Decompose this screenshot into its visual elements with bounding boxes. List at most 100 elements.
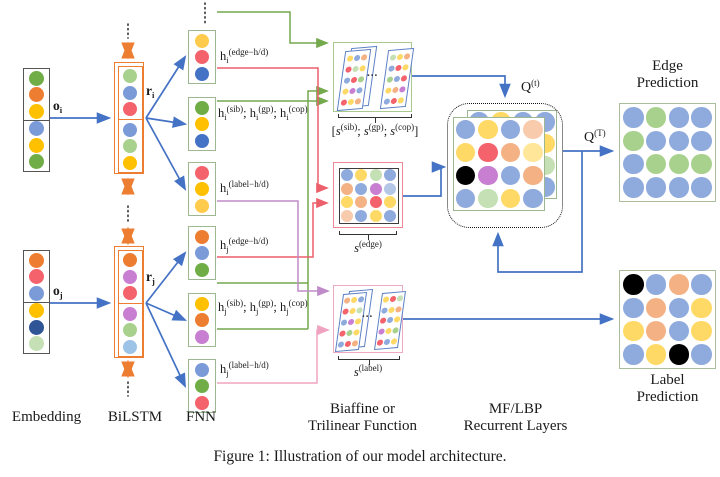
ri-label: ri (146, 83, 155, 100)
panel-dot (340, 99, 347, 107)
panel-dot (354, 98, 362, 106)
circle (195, 117, 209, 131)
panel-dot (394, 306, 402, 313)
arrow-rj-sib (145, 302, 187, 321)
grid-circle (478, 165, 498, 186)
panel-dot (379, 317, 387, 325)
bilstm-cell-i (114, 62, 144, 174)
panel-dot (347, 318, 355, 326)
panel-dot (354, 318, 362, 325)
arrow-ri-sib (145, 116, 188, 128)
fnn-hj-label (188, 359, 216, 413)
grid-circle (340, 169, 353, 182)
recurrent-title-line2: Recurrent Layers (463, 417, 568, 434)
grid-circle (623, 130, 644, 152)
recurrent-title-line1: MF/LBP (488, 401, 543, 417)
bilstm-j-backward (117, 303, 143, 357)
score-panel-right (373, 290, 407, 351)
grid-circle (478, 188, 498, 209)
fnn-hi-label (188, 162, 216, 216)
fnn-hj-sib (188, 293, 216, 347)
arrow-ssib-to-q (412, 75, 511, 99)
panel-dot (344, 340, 352, 347)
circle (29, 286, 44, 302)
grid-circle (668, 130, 690, 152)
panel-dot (389, 296, 397, 303)
circle (195, 182, 209, 196)
fnn-hi-sib (188, 97, 216, 151)
panel-dot (357, 296, 365, 304)
circle (123, 306, 137, 321)
circle (123, 339, 137, 354)
grid-circle (645, 177, 667, 198)
function-title-line1: Biaffine or (329, 401, 396, 417)
circle (195, 198, 209, 213)
column-title-fnn: FNN (185, 409, 216, 425)
fnn-hj-edge (188, 226, 216, 280)
grid-circle (645, 107, 667, 128)
grid-circle (355, 169, 368, 182)
underbrace-sib (338, 114, 412, 123)
hi-sib-label: hi(sib); hi(gp); hi(cop) (218, 104, 308, 122)
label-prediction-title: Label Prediction (619, 372, 716, 406)
panel-dot (393, 316, 401, 324)
fnn-hi-edge (188, 30, 216, 84)
score-edge-grid (338, 167, 399, 224)
grid-circle (384, 209, 397, 222)
grid-circle (623, 297, 644, 319)
panel-dot (386, 75, 394, 83)
circle (195, 100, 209, 115)
column-title-bilstm: BiLSTM (107, 409, 163, 425)
panel-dot (402, 63, 410, 71)
panel-dot (393, 75, 401, 82)
panel-dot (337, 340, 345, 348)
panel-dot (339, 330, 347, 337)
grid-circle (455, 142, 475, 163)
circle (195, 50, 209, 64)
bilstm-i-forward (117, 65, 143, 120)
circle (195, 66, 209, 81)
circle (195, 165, 209, 180)
arrow-rj-label (145, 302, 186, 388)
circle (29, 154, 44, 170)
embedding-divider (24, 120, 49, 121)
grid-circle (455, 165, 475, 186)
panel-dot (388, 306, 395, 314)
panel-dot (376, 339, 384, 346)
underbrace-label (338, 356, 400, 365)
circle (29, 269, 44, 285)
grid-circle (645, 297, 667, 319)
grid-circle (623, 344, 644, 365)
grid-circle (355, 182, 368, 195)
circle (195, 296, 209, 311)
panel-dot (357, 76, 365, 83)
panel-dot (361, 53, 368, 61)
circle (195, 33, 209, 48)
grid-circle (691, 130, 712, 152)
circle (123, 69, 137, 83)
panel-dot (399, 85, 407, 93)
edge-prediction-line2: Prediction (636, 75, 699, 91)
circle (123, 122, 137, 137)
panel-dot (352, 328, 360, 336)
panel-dot (397, 96, 405, 104)
circle (123, 85, 137, 100)
oj-label: oj (53, 283, 63, 300)
panel-dot (381, 307, 389, 314)
grid-circle (478, 142, 498, 163)
label-prediction-line1: Label (650, 372, 685, 388)
score-label-caption: s(label) (353, 363, 383, 379)
grid-circle (478, 119, 498, 140)
grid-circle (645, 153, 667, 175)
panel-dot (392, 86, 399, 93)
hi-edge-label: hi(edge−h/d) (220, 47, 269, 65)
grid-circle (668, 297, 690, 319)
edge-prediction-grid (619, 103, 716, 202)
circle (29, 87, 44, 103)
panel-dot (400, 74, 408, 82)
panel-dot (356, 87, 364, 94)
circle (29, 252, 44, 268)
grid-circle (340, 209, 353, 222)
q-t-label: Q(t) (521, 78, 540, 95)
